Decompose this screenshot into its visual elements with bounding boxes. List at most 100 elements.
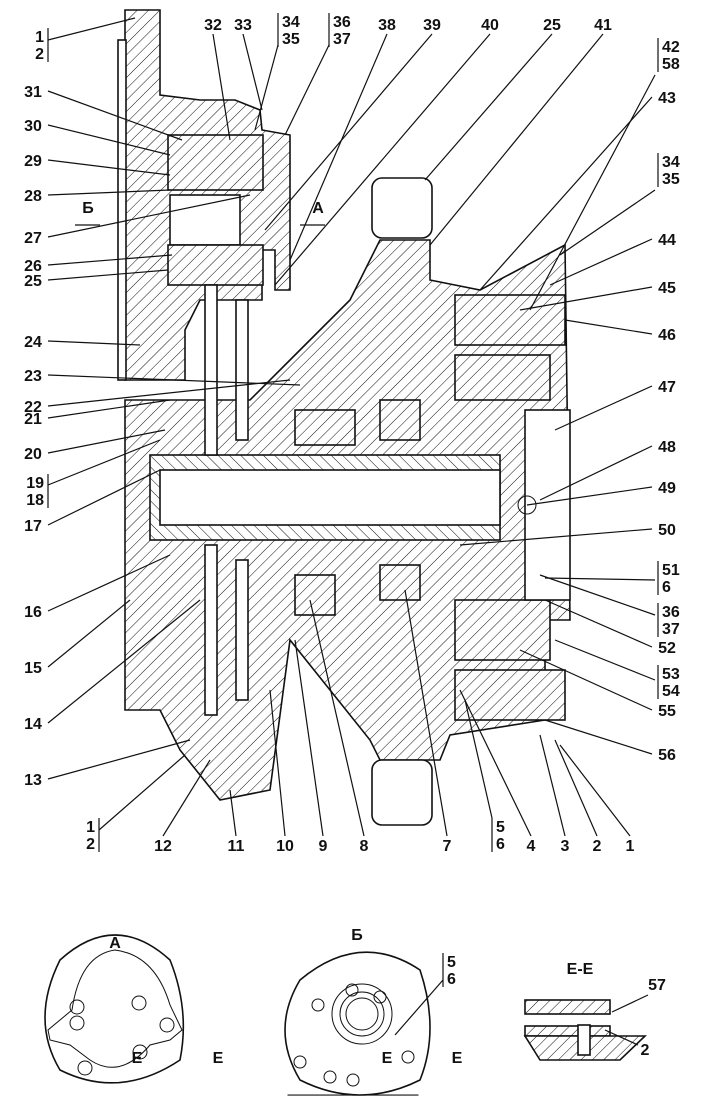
part-label-pair-36-37-bottom: 37 xyxy=(333,31,351,48)
leader-line xyxy=(47,599,131,668)
leader-line xyxy=(554,385,653,431)
part-label-26: 26 xyxy=(24,258,42,275)
part-label-pair-34-35-right-top: 34 xyxy=(662,154,680,171)
part-label-28: 28 xyxy=(24,188,42,205)
part-label-7: 7 xyxy=(443,838,452,855)
leader-line xyxy=(47,124,171,156)
leader-line xyxy=(404,589,448,837)
view-a-cut-right: Е xyxy=(213,1050,224,1067)
leader-line xyxy=(47,340,141,346)
part-label-pair-34-35-right-bottom: 35 xyxy=(662,171,680,188)
part-label-21: 21 xyxy=(24,411,42,428)
part-label-20: 20 xyxy=(24,446,42,463)
leader-line xyxy=(47,599,201,724)
leader-line xyxy=(539,574,656,616)
part-label-pair-34-35-top: 34 xyxy=(282,14,300,31)
part-label-pair-1-2-top: 1 xyxy=(35,29,44,46)
section-a-marker: А xyxy=(312,200,324,217)
part-label-48: 48 xyxy=(658,439,676,456)
leader-line xyxy=(479,96,653,291)
part-label-pair-51-6-top: 51 xyxy=(662,562,680,579)
leader-line xyxy=(529,74,656,311)
leader-line xyxy=(47,189,171,196)
part-label-8: 8 xyxy=(360,838,369,855)
leader-line xyxy=(47,554,171,612)
part-label-9: 9 xyxy=(319,838,328,855)
part-label-30: 30 xyxy=(24,118,42,135)
part-label-56: 56 xyxy=(658,747,676,764)
part-label-pair-1-2-bottom-bottom: 2 xyxy=(86,836,95,853)
part-label-pair-51-6-bottom: 6 xyxy=(662,579,671,596)
leader-line xyxy=(539,445,653,501)
part-label-25: 25 xyxy=(24,273,42,290)
leader-line xyxy=(47,194,251,238)
leader-line xyxy=(611,994,649,1013)
leader-line xyxy=(98,754,186,831)
leader-line xyxy=(559,189,656,256)
part-label-41: 41 xyxy=(594,17,612,34)
part-label-47: 47 xyxy=(658,379,676,396)
leader-line xyxy=(519,649,653,711)
part-label-pair-42-58-bottom: 58 xyxy=(662,56,680,73)
part-label-2: 2 xyxy=(593,838,602,855)
part-label-31: 31 xyxy=(24,84,42,101)
part-label-52: 52 xyxy=(658,640,676,657)
part-label-38: 38 xyxy=(378,17,396,34)
part-label-pair-5-6-top: 5 xyxy=(496,819,505,836)
part-label-pair-53-54-bottom: 54 xyxy=(662,683,680,700)
part-label-39: 39 xyxy=(423,17,441,34)
leader-line xyxy=(229,789,237,837)
leader-line xyxy=(212,33,231,141)
leader-line xyxy=(254,44,279,131)
part-label-13: 13 xyxy=(24,772,42,789)
leader-line xyxy=(554,739,598,837)
part-label-11: 11 xyxy=(228,838,245,855)
part-label-25: 25 xyxy=(543,17,561,34)
part-label-44: 44 xyxy=(658,232,676,249)
part-label-16: 16 xyxy=(24,604,42,621)
leader-line xyxy=(459,528,653,546)
leader-line xyxy=(604,1029,639,1046)
leader-line xyxy=(294,639,324,837)
part-label-43: 43 xyxy=(658,90,676,107)
leader-line xyxy=(564,319,653,335)
leader-line xyxy=(47,159,171,176)
leader-line xyxy=(424,33,553,181)
leader-line xyxy=(429,33,604,246)
part-label-10: 10 xyxy=(276,838,294,855)
part-label-22: 22 xyxy=(24,399,42,416)
part-label-pair-1-2-bottom: 2 xyxy=(35,46,44,63)
section-ee-label-57: 57 xyxy=(648,977,666,994)
part-label-14: 14 xyxy=(24,716,42,733)
part-label-pair-36-37-right-top: 36 xyxy=(662,604,680,621)
part-label-pair-36-37-top: 36 xyxy=(333,14,351,31)
part-label-40: 40 xyxy=(481,17,499,34)
part-label-32: 32 xyxy=(204,17,222,34)
view-b-cut-right: Е xyxy=(452,1050,463,1067)
leader-line xyxy=(47,90,183,141)
leader-line xyxy=(269,689,286,837)
section-b-marker: Б xyxy=(82,200,94,217)
leader-line xyxy=(559,744,631,837)
leader-line xyxy=(459,689,532,837)
part-label-pair-53-54-top: 53 xyxy=(662,666,680,683)
leader-line xyxy=(544,577,656,581)
part-label-pair-1-2-bottom-top: 1 xyxy=(86,819,95,836)
part-label-24: 24 xyxy=(24,334,42,351)
leader-line xyxy=(47,17,136,41)
leader-line xyxy=(47,469,161,526)
leader-line xyxy=(47,429,166,454)
part-label-33: 33 xyxy=(234,17,252,34)
leader-line xyxy=(544,599,653,648)
leader-line xyxy=(544,719,653,755)
view-b-pair-5-6-top: 5 xyxy=(447,954,456,971)
section-ee xyxy=(523,999,647,1061)
leader-line xyxy=(394,979,444,1036)
part-label-1: 1 xyxy=(626,838,635,855)
part-label-45: 45 xyxy=(658,280,676,297)
part-label-27: 27 xyxy=(24,230,42,247)
view-b-title: Б xyxy=(351,927,363,944)
leader-line xyxy=(274,33,491,286)
part-label-50: 50 xyxy=(658,522,676,539)
